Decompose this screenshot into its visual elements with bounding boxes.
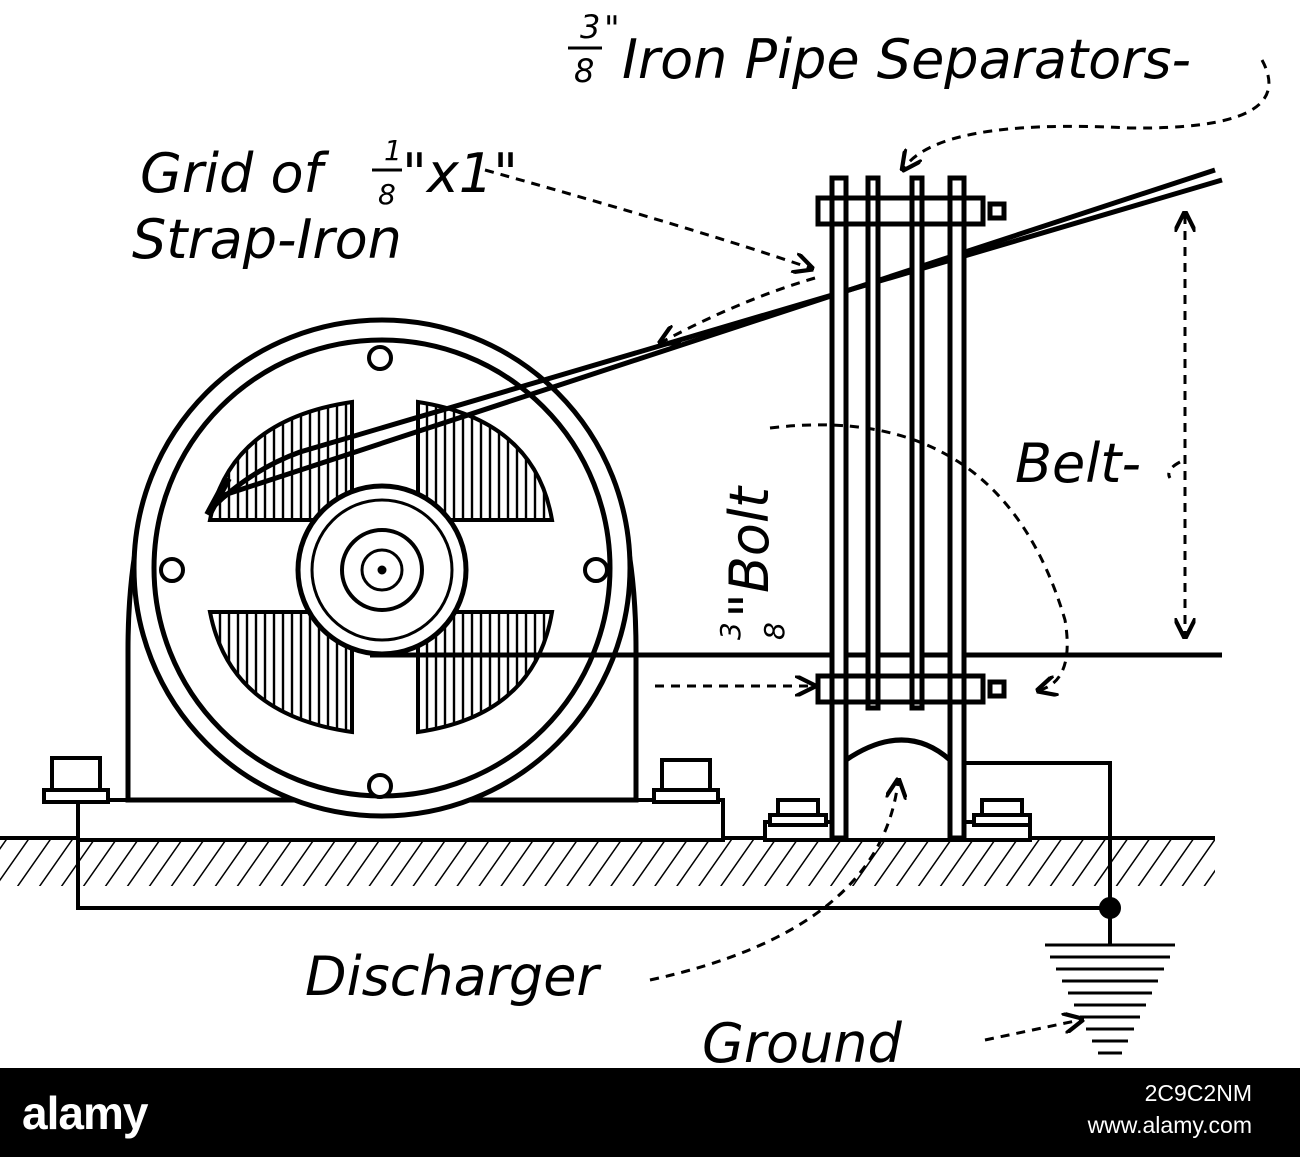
bolt-frac-num: 3 xyxy=(714,622,747,640)
image-code: 2C9C2NM xyxy=(1144,1080,1252,1106)
motor-bolt-holes xyxy=(159,345,609,799)
bolt-text: "Bolt xyxy=(718,485,781,618)
ground-hatch xyxy=(0,836,1215,886)
leader-lines xyxy=(484,59,1271,1042)
foot-bolts xyxy=(42,756,1032,827)
grid-frac-num: 1 xyxy=(384,134,402,167)
label-grid: Grid of 1 8 "x1" Strap-Iron xyxy=(132,134,518,271)
label-bolt: 3 8 "Bolt xyxy=(714,485,791,640)
separators-frac-num: 3 xyxy=(580,8,600,46)
label-belt: Belt- xyxy=(1015,432,1141,495)
static-discharger-diagram: 3 8 " Iron Pipe Separators- Grid of 1 8 … xyxy=(0,8,1271,1068)
grid-frac-den: 8 xyxy=(378,178,396,211)
belt xyxy=(204,167,1223,658)
label-ground: Ground xyxy=(702,1012,903,1068)
label-discharger: Discharger xyxy=(305,945,601,1008)
separators-frac-den: 8 xyxy=(574,52,594,90)
motor-slots xyxy=(207,399,555,735)
bolt-frac-den: 8 xyxy=(758,622,791,640)
ground-symbol xyxy=(1045,943,1175,1055)
pulley xyxy=(295,483,469,657)
watermark-footer: alamy 2C9C2NM www.alamy.com xyxy=(0,1068,1300,1157)
site-url: www.alamy.com xyxy=(1087,1112,1252,1138)
grid-line2: Strap-Iron xyxy=(132,208,402,271)
alamy-logo: alamy xyxy=(22,1087,148,1139)
ground-wire xyxy=(76,761,1121,945)
grid-line1-prefix: Grid of xyxy=(140,142,330,205)
strap-iron-grid xyxy=(815,175,1007,841)
label-separators: 3 8 " Iron Pipe Separators- xyxy=(568,8,1191,91)
separators-text: Iron Pipe Separators- xyxy=(622,28,1191,91)
separators-inch: " xyxy=(604,9,620,49)
grid-line1-suffix: "x1" xyxy=(402,142,518,205)
